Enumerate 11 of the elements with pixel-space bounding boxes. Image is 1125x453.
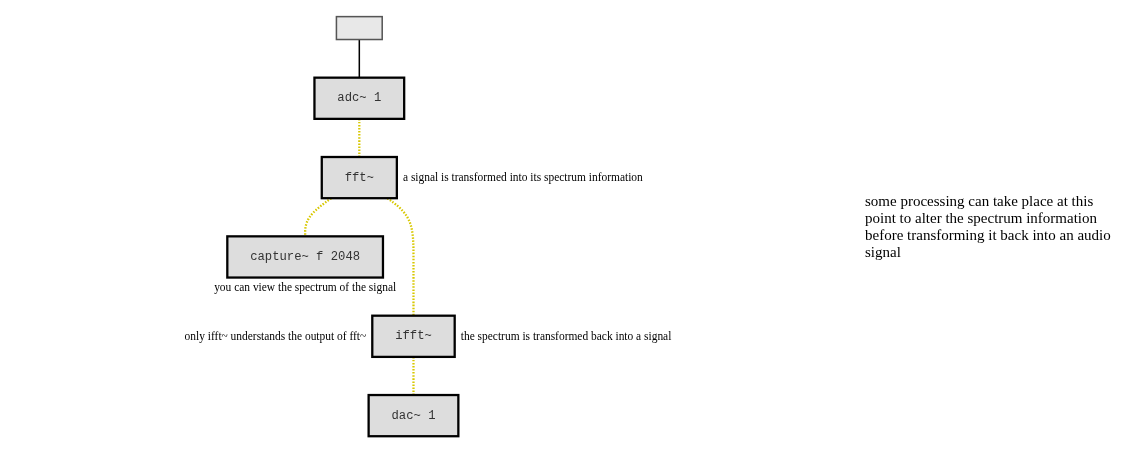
comment-text: you can view the spectrum of the signal	[213, 281, 396, 294]
node-box: fft~	[320, 155, 398, 200]
comment-text: a signal is transformed into its spectrum information	[402, 171, 643, 184]
comment-text: only ifft~ understands the output of fft~	[184, 330, 366, 343]
comment-text: the spectrum is transformed back into a signal	[460, 330, 671, 343]
node-box: dac~ 1	[367, 393, 459, 438]
node-box	[335, 15, 383, 41]
node-box: ifft~	[370, 314, 456, 359]
node-box: adc~ 1	[312, 76, 405, 121]
comment-text: some processing can take place at this point to alter the spectrum information before transforming it back into an audio signal	[865, 192, 1112, 261]
node-box: capture~ f 2048	[225, 235, 384, 279]
